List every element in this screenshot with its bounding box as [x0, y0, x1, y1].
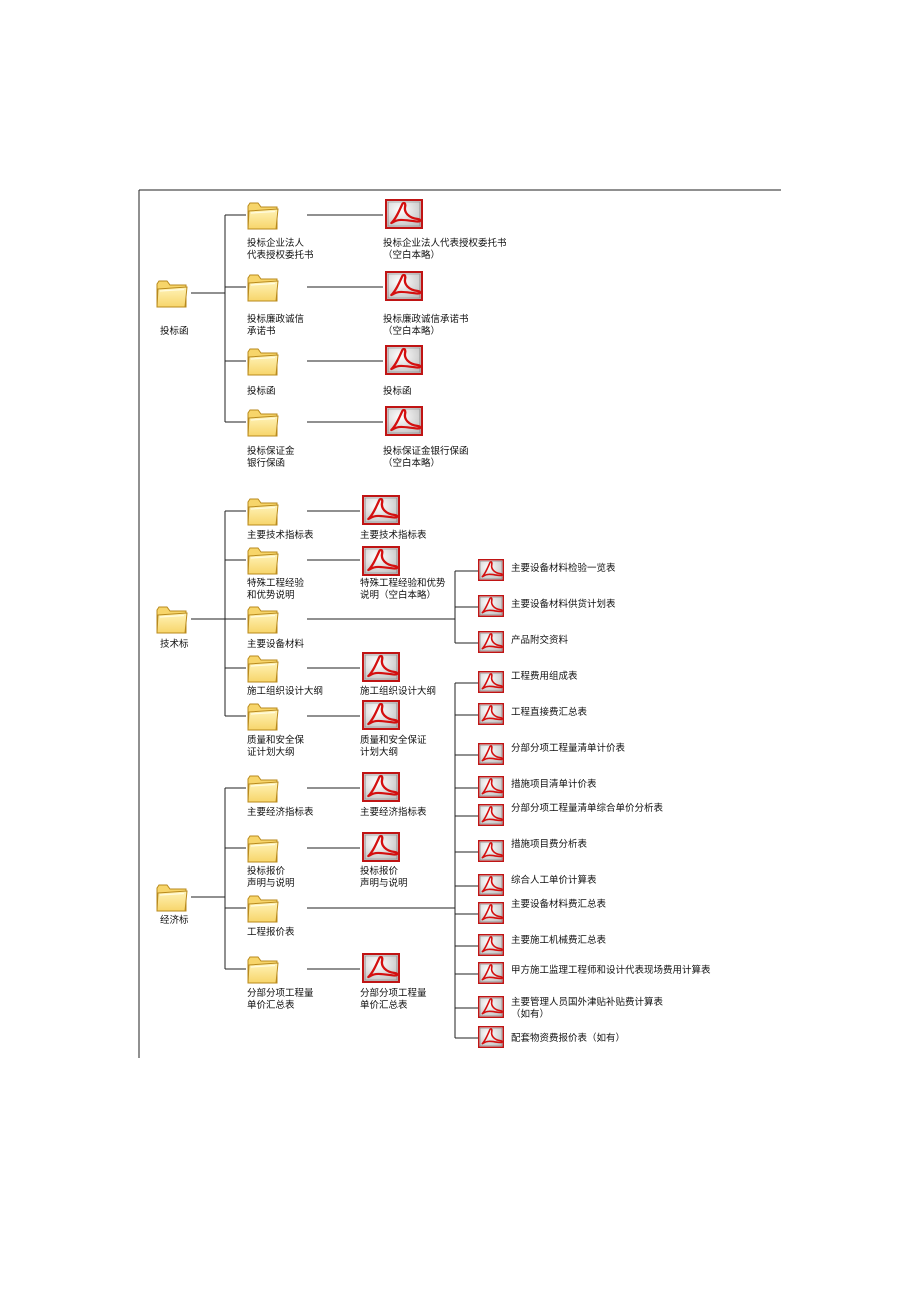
list-pdf-label: 措施项目清单计价表 [511, 779, 597, 790]
item-folder-label: 质量和安全保 证计划大纲 [247, 735, 305, 758]
list-pdf-label: 主要管理人员国外津贴补贴费计算表 （如有） [511, 997, 664, 1020]
item-folder-label: 主要技术指标表 [247, 530, 314, 541]
item-folder-label: 施工组织设计大纲 [247, 686, 324, 697]
list-pdf-label: 产品附交资料 [511, 635, 569, 646]
list-pdf-label: 主要设备材料费汇总表 [511, 899, 607, 910]
item-folder-label: 工程报价表 [247, 927, 295, 938]
list-pdf-label: 工程直接费汇总表 [511, 707, 588, 718]
list-pdf-label: 主要施工机械费汇总表 [511, 935, 607, 946]
item-pdf-label: 投标廉政诚信承诺书 （空白本略） [383, 314, 469, 337]
item-folder-icon[interactable] [247, 409, 279, 437]
list-pdf-label: 分部分项工程量清单综合单价分析表 [511, 803, 664, 814]
list-pdf-icon[interactable] [478, 1026, 504, 1049]
group-folder-icon[interactable] [156, 606, 188, 634]
item-pdf-label: 分部分项工程量 单价汇总表 [360, 988, 427, 1011]
item-folder-icon[interactable] [247, 895, 279, 923]
item-folder-label: 主要设备材料 [247, 639, 305, 650]
list-pdf-icon[interactable] [478, 840, 504, 863]
item-folder-icon[interactable] [247, 498, 279, 526]
item-pdf-label: 投标保证金银行保函 （空白本略） [383, 446, 469, 469]
item-folder-label: 投标企业法人 代表授权委托书 [247, 238, 314, 261]
item-pdf-icon[interactable] [362, 652, 401, 682]
list-pdf-icon[interactable] [478, 743, 504, 766]
list-pdf-label: 主要设备材料供货计划表 [511, 599, 616, 610]
item-pdf-icon[interactable] [385, 199, 424, 229]
item-pdf-icon[interactable] [362, 953, 401, 983]
item-folder-icon[interactable] [247, 202, 279, 230]
group-label: 经济标 [160, 915, 189, 926]
list-pdf-icon[interactable] [478, 671, 504, 694]
item-pdf-icon[interactable] [362, 700, 401, 730]
list-pdf-icon[interactable] [478, 874, 504, 897]
list-pdf-label: 分部分项工程量清单计价表 [511, 743, 626, 754]
item-folder-label: 投标函 [247, 386, 276, 397]
item-folder-icon[interactable] [247, 956, 279, 984]
list-pdf-label: 配套物资费报价表（如有） [511, 1033, 626, 1044]
item-folder-label: 分部分项工程量 单价汇总表 [247, 988, 314, 1011]
item-pdf-icon[interactable] [385, 345, 424, 375]
item-folder-icon[interactable] [247, 835, 279, 863]
list-pdf-icon[interactable] [478, 962, 504, 985]
list-pdf-icon[interactable] [478, 595, 504, 618]
group-label: 投标函 [160, 326, 189, 337]
item-folder-label: 投标保证金 银行保函 [247, 446, 295, 469]
item-pdf-label: 质量和安全保证 计划大纲 [360, 735, 427, 758]
item-pdf-icon[interactable] [362, 495, 401, 525]
item-pdf-label: 投标报价 声明与说明 [360, 866, 408, 889]
item-folder-icon[interactable] [247, 655, 279, 683]
item-folder-label: 投标报价 声明与说明 [247, 866, 295, 889]
item-pdf-icon[interactable] [362, 832, 401, 862]
item-folder-label: 特殊工程经验 和优势说明 [247, 578, 305, 601]
item-folder-icon[interactable] [247, 274, 279, 302]
item-pdf-label: 特殊工程经验和优势 说明（空白本略） [360, 578, 446, 601]
item-pdf-icon[interactable] [362, 772, 401, 802]
item-pdf-icon[interactable] [362, 546, 401, 576]
item-pdf-label: 投标函 [383, 386, 412, 397]
item-pdf-label: 主要经济指标表 [360, 807, 427, 818]
group-label: 技术标 [160, 639, 189, 650]
list-pdf-icon[interactable] [478, 934, 504, 957]
list-pdf-label: 综合人工单价计算表 [511, 875, 597, 886]
list-pdf-icon[interactable] [478, 902, 504, 925]
item-pdf-icon[interactable] [385, 406, 424, 436]
list-pdf-icon[interactable] [478, 703, 504, 726]
item-folder-icon[interactable] [247, 775, 279, 803]
item-folder-icon[interactable] [247, 606, 279, 634]
item-pdf-label: 投标企业法人代表授权委托书 （空白本略） [383, 238, 507, 261]
list-pdf-icon[interactable] [478, 804, 504, 827]
list-pdf-label: 工程费用组成表 [511, 671, 578, 682]
group-folder-icon[interactable] [156, 884, 188, 912]
list-pdf-label: 主要设备材料检验一览表 [511, 563, 616, 574]
item-pdf-icon[interactable] [385, 271, 424, 301]
list-pdf-icon[interactable] [478, 996, 504, 1019]
list-pdf-label: 措施项目费分析表 [511, 839, 588, 850]
item-folder-label: 主要经济指标表 [247, 807, 314, 818]
item-pdf-label: 主要技术指标表 [360, 530, 427, 541]
item-pdf-label: 施工组织设计大纲 [360, 686, 437, 697]
item-folder-icon[interactable] [247, 547, 279, 575]
item-folder-icon[interactable] [247, 703, 279, 731]
list-pdf-icon[interactable] [478, 559, 504, 582]
item-folder-label: 投标廉政诚信 承诺书 [247, 314, 305, 337]
group-folder-icon[interactable] [156, 280, 188, 308]
list-pdf-icon[interactable] [478, 776, 504, 799]
list-pdf-icon[interactable] [478, 631, 504, 654]
item-folder-icon[interactable] [247, 348, 279, 376]
list-pdf-label: 甲方施工监理工程师和设计代表现场费用计算表 [511, 965, 711, 976]
